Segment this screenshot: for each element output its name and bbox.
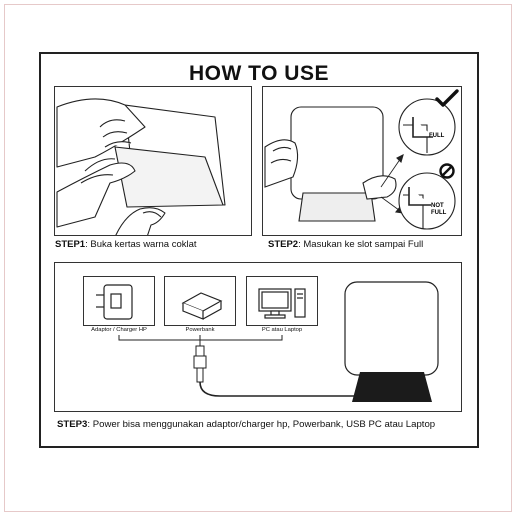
insert-acrylic-drawing: FULL NOT FULL (264, 89, 459, 230)
step1-illustration (54, 86, 252, 236)
prohibited-icon (439, 163, 455, 179)
adaptor-icon (96, 284, 133, 320)
step1-caption: STEP1: Buka kertas warna coklat (55, 239, 197, 250)
usb-cable (199, 381, 366, 397)
step3-caption: STEP3: Power bisa menggunakan adaptor/ch… (57, 419, 436, 430)
pc-laptop-icon (258, 288, 306, 319)
instruction-card (39, 52, 479, 448)
full-label: FULL (429, 133, 445, 139)
usb-plug-icon (193, 345, 207, 383)
page-border (4, 4, 512, 512)
page-title: HOW TO USE (189, 62, 329, 85)
not-full-label-2: FULL (431, 210, 447, 216)
pc-laptop-caption: PC atau Laptop (261, 327, 303, 333)
step2-illustration: FULL NOT FULL (262, 86, 462, 236)
powerbank-icon (181, 292, 223, 320)
peel-paper-drawing (56, 98, 226, 235)
step2-caption: STEP2: Masukan ke slot sampai Full (268, 239, 424, 250)
led-lamp-icon (344, 281, 439, 402)
not-full-label: NOT (431, 203, 444, 209)
pc-laptop-box (246, 276, 318, 326)
adaptor-box (83, 276, 155, 326)
check-icon (435, 89, 459, 107)
adaptor-caption: Adaptor / Charger HP (91, 327, 147, 333)
powerbank-box (164, 276, 236, 326)
powerbank-caption: Powerbank (185, 327, 215, 333)
